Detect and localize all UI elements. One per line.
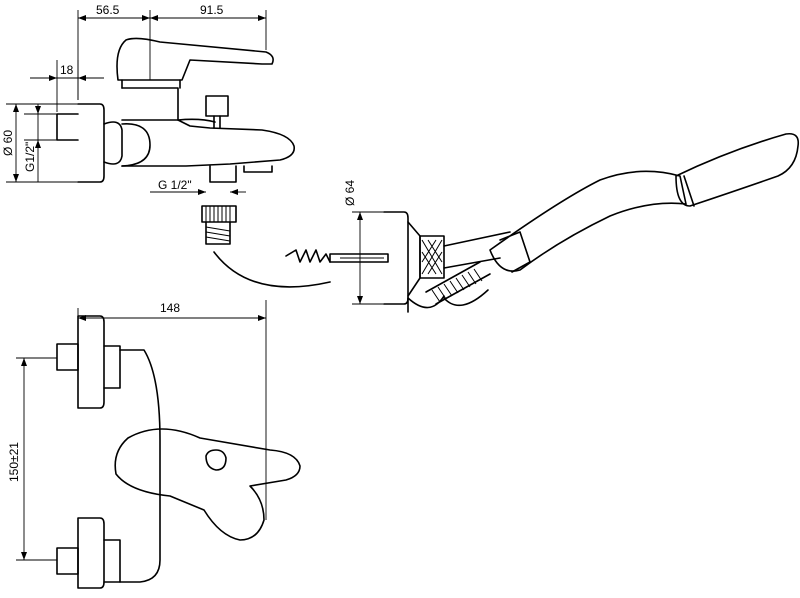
dim-handshower-plate-diameter: Ø 64	[343, 180, 357, 206]
mixer-front-view	[56, 315, 301, 589]
hand-shower-dimensions	[340, 211, 384, 305]
dim-inlet-spacing: 150±21	[7, 442, 21, 482]
side-view-dimensions	[6, 10, 267, 195]
dim-spout-offset: 56.5	[96, 3, 120, 17]
front-view-dimensions	[16, 300, 267, 561]
hand-shower-assembly	[285, 132, 800, 313]
dim-outlet-thread: G 1/2"	[158, 178, 192, 192]
dim-inlet-thread: G1/2"	[23, 142, 37, 172]
dim-wall-plate-depth: 18	[60, 63, 74, 77]
dim-spout-length: 91.5	[200, 3, 224, 17]
mixer-side-view	[56, 37, 331, 288]
dim-plate-diameter: Ø 60	[1, 130, 15, 156]
dim-overall-width: 148	[160, 301, 180, 315]
